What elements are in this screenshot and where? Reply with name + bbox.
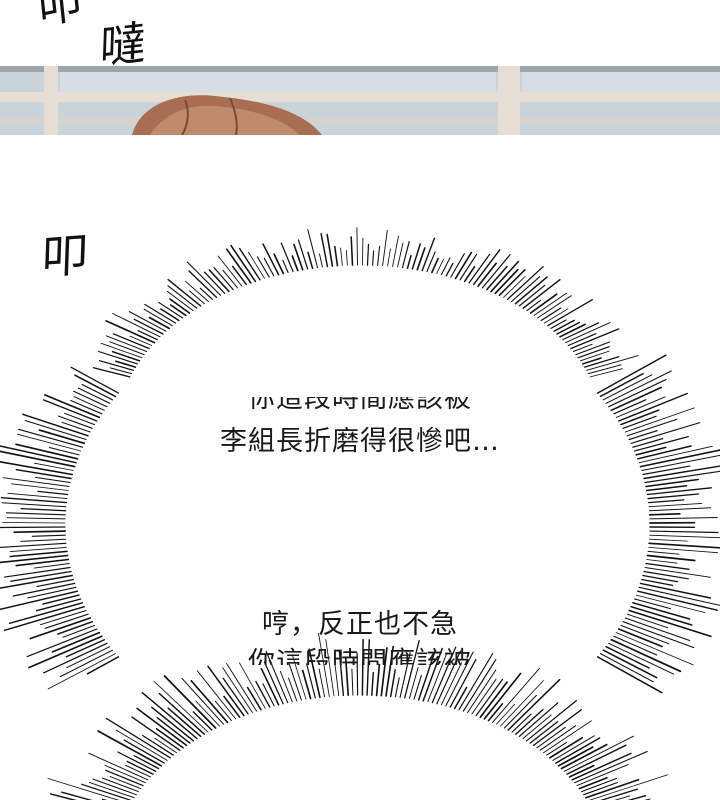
burst-1-top (92, 227, 639, 378)
window-pane-highlight (60, 72, 496, 92)
speech-bubble-1-cut-line: 你這段時間應該被 (0, 397, 720, 417)
window-top-frame (0, 66, 720, 72)
speech-text: 你這段時間應該被 (248, 647, 472, 665)
speech-bubble-2-line: 哼，反正也不急 (262, 609, 458, 640)
window-mullion-horizontal (0, 92, 720, 102)
speech-bubble-2-cut-line: 你這段時間應該被 (0, 645, 720, 665)
sound-effect-knock: 叩 (35, 0, 85, 36)
window-mullion-vertical-1 (44, 66, 58, 135)
hair-strand (229, 97, 238, 135)
speech-panel: 叩 你這段時間應該被 李組長折磨得很慘吧… 哼，反正也不急 你這段時間應該被 (0, 135, 720, 800)
speech-burst-lines (0, 227, 720, 800)
burst-2-top (47, 632, 669, 800)
window-sill (0, 118, 720, 124)
top-panel: 叩 噠 (0, 0, 720, 135)
burst-left (0, 366, 120, 690)
sound-effect-tap: 噠 (99, 15, 147, 75)
burst-right (596, 354, 720, 694)
office-window-scene (0, 66, 720, 135)
window-mullion-vertical-2 (498, 66, 520, 135)
speech-bubble-1-line: 李組長折磨得很慘吧… (220, 426, 500, 457)
speech-text: 你這段時間應該被 (248, 397, 472, 414)
hair-strand (181, 99, 189, 135)
sound-effect-knock: 叩 (41, 227, 89, 285)
window-pane-highlight-2 (522, 72, 720, 92)
